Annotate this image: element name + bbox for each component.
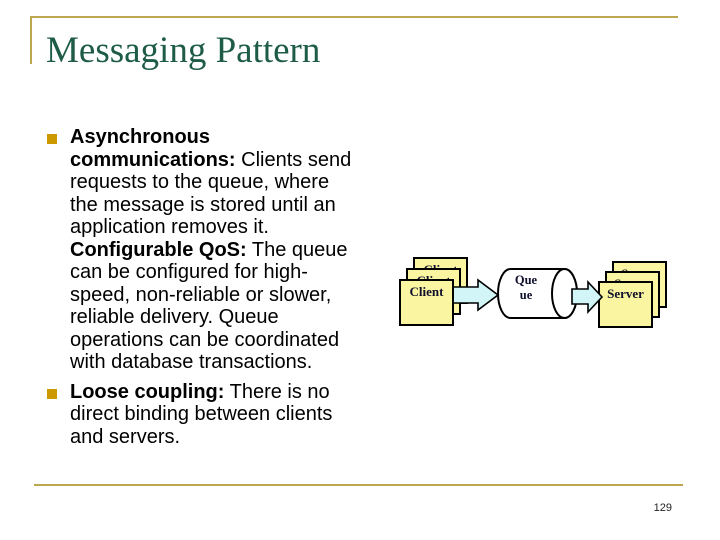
- page-number: 129: [653, 502, 672, 514]
- bullet-body-text: Clients send requests to the queue, wher…: [70, 148, 352, 239]
- bullet-body-text: There is no direct binding between clien…: [70, 380, 333, 448]
- messaging-diagram: Client Client Server Server Server Clien…: [395, 250, 695, 340]
- title-rule-left: [30, 16, 32, 64]
- client-box-label: Client: [409, 284, 444, 299]
- footer-rule: [34, 484, 683, 486]
- bullet-square-icon: [47, 388, 57, 399]
- slide-title: Messaging Pattern: [46, 30, 321, 71]
- bullet-text: Loose coupling: There is no direct bindi…: [70, 381, 360, 449]
- bullet-item: Loose coupling: There is no direct bindi…: [47, 381, 367, 449]
- bullet-bold-lead: Configurable QoS:: [70, 238, 247, 261]
- bullet-list: Asynchronous communications: Clients sen…: [47, 126, 367, 455]
- bullet-text: Asynchronous communications: Clients sen…: [70, 126, 360, 374]
- bullet-body-text: The queue can be configured for high-spe…: [70, 238, 348, 374]
- queue-label: Que ue: [498, 273, 554, 302]
- bullet-bold-lead: Asynchronous communications:: [70, 126, 236, 171]
- bullet-bold-lead: Loose coupling:: [70, 380, 225, 403]
- queue-label-line1: Que: [514, 273, 538, 287]
- title-rule-top: [30, 16, 678, 18]
- queue-cylinder-cap: [551, 268, 578, 319]
- client-box-front: Client: [399, 279, 454, 326]
- server-box-front: Server: [598, 281, 653, 328]
- bullet-item: Asynchronous communications: Clients sen…: [47, 126, 367, 374]
- queue-label-line2: ue: [519, 287, 533, 302]
- server-box-label: Server: [607, 286, 644, 301]
- bullet-square-icon: [47, 134, 57, 144]
